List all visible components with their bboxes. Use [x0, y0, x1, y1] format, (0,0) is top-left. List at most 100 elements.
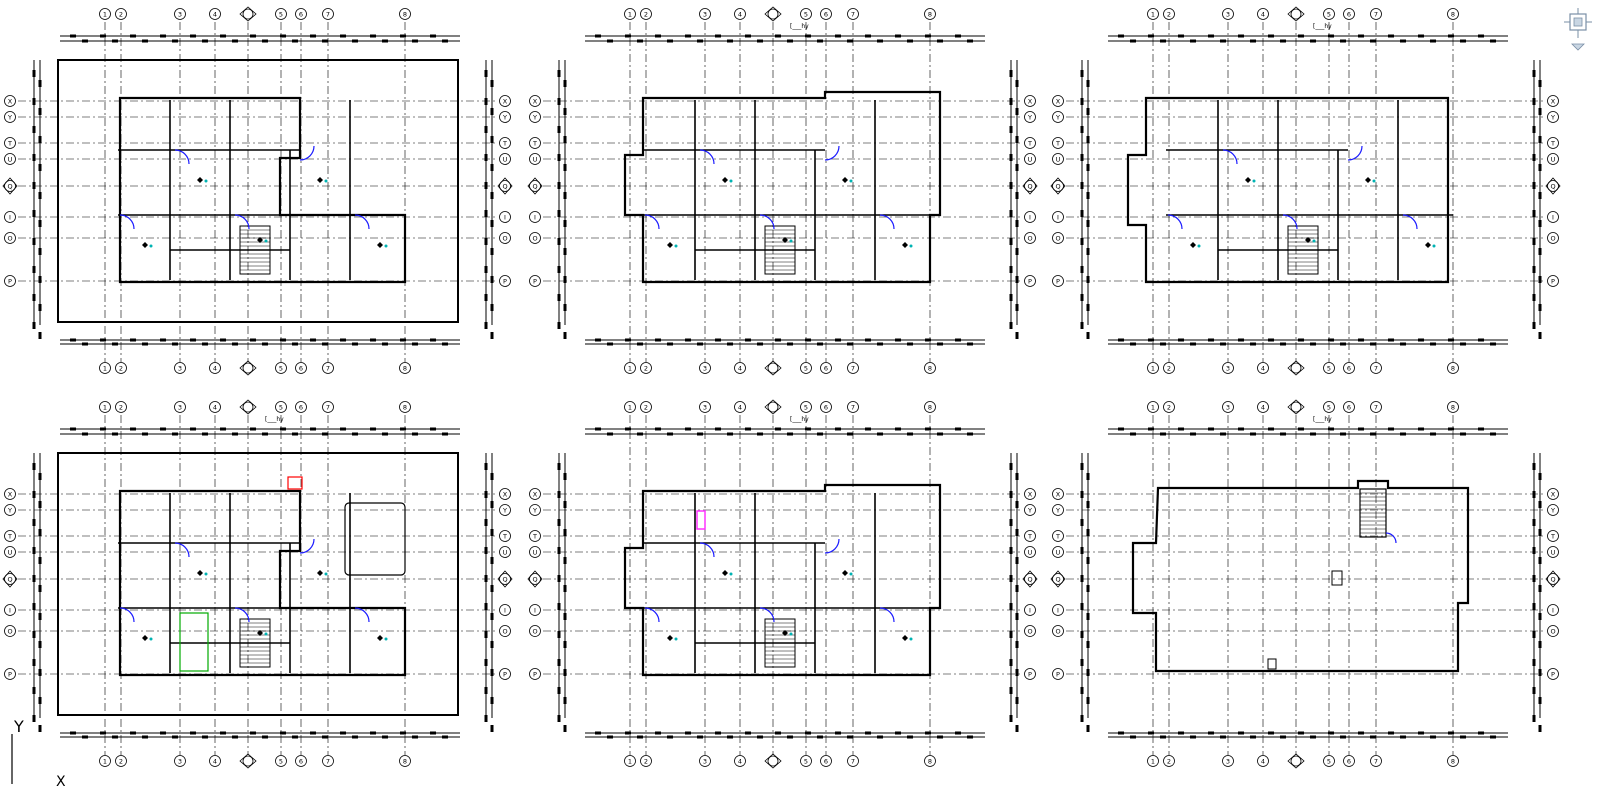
dimension-tick — [1015, 136, 1019, 143]
dimension-tick — [112, 432, 118, 436]
dimension-tick — [32, 126, 36, 133]
dimension-tick — [607, 342, 613, 346]
dimension-tick — [667, 432, 673, 436]
dimension-tick — [484, 210, 488, 217]
grid-bubble-label: 7 — [1374, 758, 1378, 766]
dimension-tick — [1460, 342, 1466, 346]
viewcube-icon[interactable] — [1560, 6, 1596, 54]
level-marker — [902, 242, 908, 248]
grid-bubble — [499, 573, 511, 585]
dimension-tick — [925, 731, 931, 735]
grid-bubble-label: 4 — [213, 11, 217, 19]
dimension-tick — [490, 192, 494, 199]
grid-bubble-label: 5 — [279, 11, 283, 19]
grid-bubble-label: T — [7, 140, 12, 148]
dimension-tick — [805, 731, 811, 735]
dimension-tick — [484, 238, 488, 245]
dimension-tick — [1220, 735, 1226, 739]
dimension-tick — [667, 342, 673, 346]
dimension-tick — [1148, 427, 1154, 431]
dimension-tick — [38, 613, 42, 620]
dimension-tick — [817, 735, 823, 739]
dimension-tick — [1310, 735, 1316, 739]
dimension-tick — [1532, 154, 1536, 161]
grid-bubble-label: 8 — [403, 11, 407, 19]
dimension-tick — [563, 473, 567, 480]
north-marker-icon — [1290, 362, 1302, 374]
grid-bubble — [499, 488, 511, 500]
dimension-tick — [625, 427, 631, 431]
grid-bubble — [4, 232, 16, 244]
grid-bubble — [1323, 755, 1335, 767]
dimension-tick — [38, 725, 42, 732]
grid-bubble-label: 3 — [703, 11, 707, 19]
dimension-tick — [787, 39, 793, 43]
dimension-tick — [38, 192, 42, 199]
dimension-tick — [1009, 463, 1013, 470]
dimension-tick — [1009, 687, 1013, 694]
grid-bubble — [4, 153, 16, 165]
grid-bubble — [1024, 573, 1036, 585]
dimension-tick — [907, 342, 913, 346]
grid-bubble — [820, 401, 832, 413]
dimension-tick — [38, 136, 42, 143]
dimension-tick — [202, 432, 208, 436]
grid-bubble-label: T — [502, 533, 507, 541]
grid-bubble-label: 1 — [628, 758, 632, 766]
dimension-tick — [1208, 338, 1214, 342]
grid-bubble-label: 3 — [178, 11, 182, 19]
grid-bubble-label: 3 — [703, 404, 707, 412]
dimension-tick — [484, 266, 488, 273]
dimension-tick — [292, 735, 298, 739]
door-swing — [119, 214, 135, 230]
grid-bubble — [174, 8, 186, 20]
dimension-tick — [1280, 735, 1286, 739]
grid-bubble — [322, 8, 334, 20]
level-marker — [782, 630, 788, 636]
dimension-tick — [38, 304, 42, 311]
dimension-tick — [1009, 182, 1013, 189]
grid-bubble — [1257, 8, 1269, 20]
dimension-tick — [607, 39, 613, 43]
dimension-tick — [1148, 34, 1154, 38]
grid-bubble-label: O — [1550, 235, 1555, 243]
dimension-tick — [1080, 687, 1084, 694]
grid-bubble-label: P — [1551, 278, 1555, 286]
dimension-tick — [1538, 108, 1542, 115]
door-swing — [174, 542, 190, 558]
grid-bubble-label: Q — [7, 183, 12, 191]
dimension-tick — [787, 432, 793, 436]
dimension-tick — [1268, 338, 1274, 342]
dimension-tick — [1532, 547, 1536, 554]
dimension-tick — [715, 731, 721, 735]
dimension-tick — [1009, 322, 1013, 329]
north-marker-icon — [767, 362, 779, 374]
dimension-tick — [1538, 136, 1542, 143]
door-swing — [1167, 214, 1183, 230]
dimension-tick — [1118, 427, 1124, 431]
grid-bubble — [1024, 546, 1036, 558]
grid-bubble — [1163, 401, 1175, 413]
grid-bubble — [847, 362, 859, 374]
dimension-tick — [262, 39, 268, 43]
level-marker — [142, 242, 148, 248]
dimension-tick — [1532, 491, 1536, 498]
dimension-tick — [1086, 248, 1090, 255]
dimension-tick — [937, 39, 943, 43]
grid-bubble — [1547, 604, 1559, 616]
dimension-tick — [557, 322, 561, 329]
dimension-tick — [1118, 34, 1124, 38]
dimension-tick — [32, 294, 36, 301]
dimension-tick — [1460, 432, 1466, 436]
grid-bubble — [1024, 668, 1036, 680]
grid-bubble-label: 6 — [1347, 758, 1351, 766]
dimension-tick — [1370, 735, 1376, 739]
grid-bubble — [275, 755, 287, 767]
grid-bubble — [1257, 401, 1269, 413]
dimension-tick — [877, 39, 883, 43]
dimension-tick — [1086, 80, 1090, 87]
dimension-tick — [1370, 39, 1376, 43]
level-marker — [317, 177, 323, 183]
grid-bubble — [1163, 362, 1175, 374]
